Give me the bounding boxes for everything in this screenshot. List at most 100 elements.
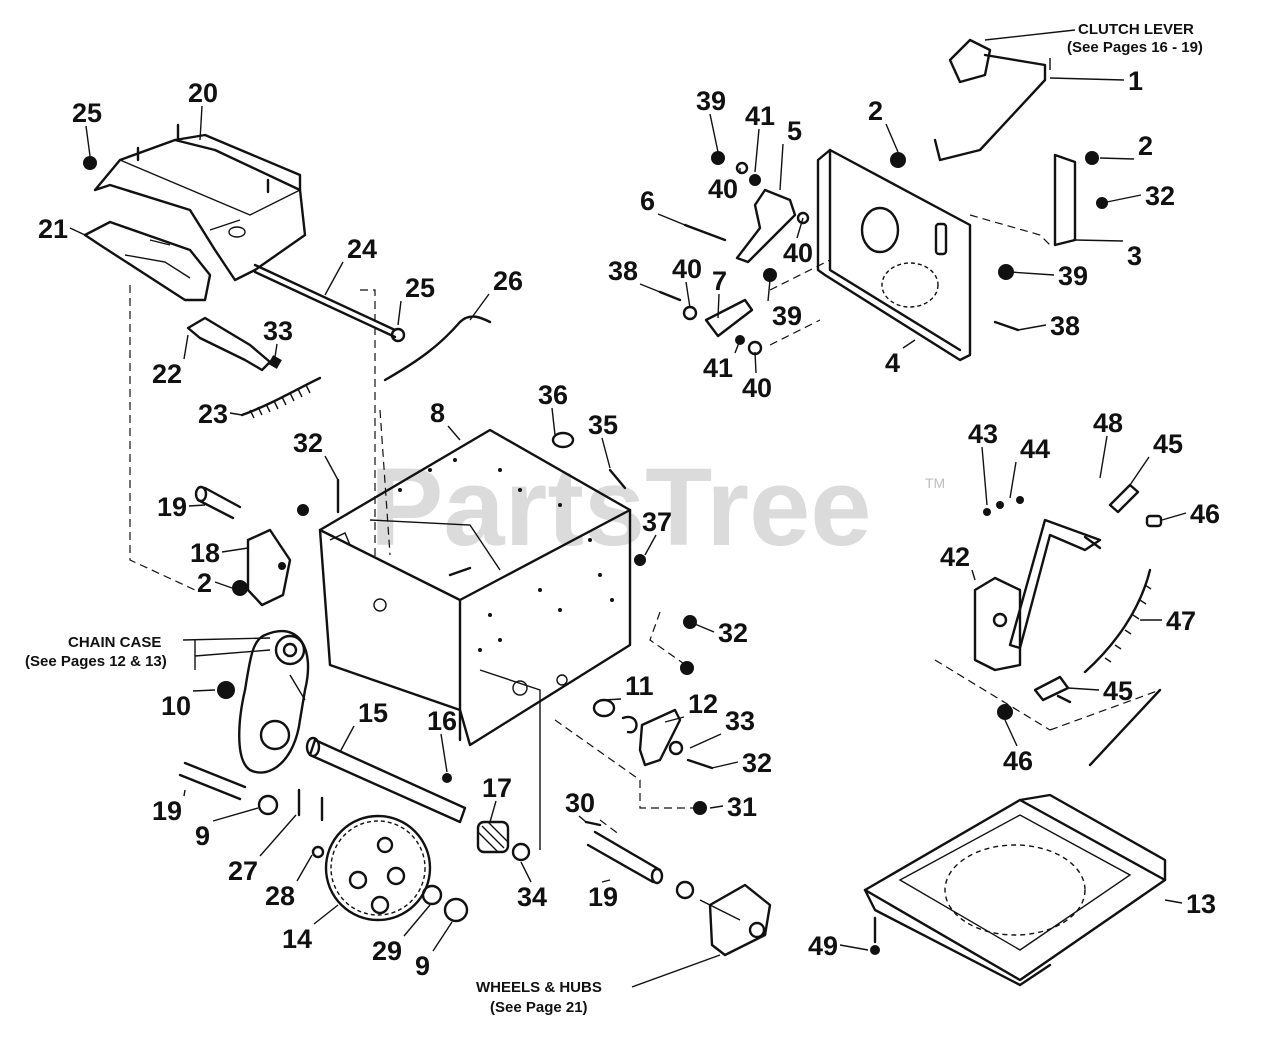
callout-25: 25 — [72, 98, 102, 128]
callout-26: 26 — [493, 266, 523, 296]
leader-28 — [296, 854, 313, 882]
part-18-plate — [246, 528, 292, 607]
leader-lines — [69, 77, 1187, 952]
callout-45: 45 — [1103, 676, 1133, 706]
callout-39: 39 — [1058, 261, 1088, 291]
leader-22 — [183, 334, 189, 360]
leader-25 — [397, 300, 402, 326]
callout-46: 46 — [1190, 499, 1220, 529]
leader-44 — [1009, 461, 1017, 499]
callout-40: 40 — [672, 254, 702, 284]
callout-35: 35 — [588, 410, 618, 440]
note-wheels-hubs-pages: (See Page 21) — [490, 999, 588, 1016]
callout-44: 44 — [1020, 434, 1050, 464]
leader-29 — [403, 904, 431, 937]
leader-19 — [183, 789, 186, 797]
leader-40 — [685, 281, 691, 309]
leader-9 — [212, 807, 259, 822]
callout-2: 2 — [1138, 131, 1153, 161]
callout-24: 24 — [347, 234, 377, 264]
leader-36 — [551, 407, 556, 436]
leader-33 — [689, 733, 722, 749]
note-clutch-lever-pages: (See Pages 16 - 19) — [1067, 39, 1203, 56]
callout-9: 9 — [195, 821, 210, 851]
leader-32 — [689, 621, 715, 633]
callout-39: 39 — [696, 86, 726, 116]
callout-39: 39 — [772, 301, 802, 331]
part-4-plate — [816, 148, 972, 362]
callout-11: 11 — [625, 671, 654, 701]
callout-40: 40 — [783, 238, 813, 268]
part-19-shaft-bottom — [178, 761, 247, 801]
part-3-bracket — [1053, 153, 1077, 247]
part-19-shaft-lower — [586, 830, 664, 885]
callout-37: 37 — [642, 507, 672, 537]
leader-45 — [1129, 456, 1150, 486]
callout-28: 28 — [265, 881, 295, 911]
callout-32: 32 — [1145, 181, 1175, 211]
leader-2 — [1099, 157, 1135, 160]
leader-41 — [734, 339, 741, 354]
leader-25 — [85, 125, 91, 157]
watermark-trademark: TM — [925, 475, 945, 491]
callout-46: 46 — [1003, 746, 1033, 776]
leader-7 — [717, 293, 720, 319]
leader-10 — [192, 689, 216, 692]
leader-40 — [796, 217, 804, 239]
leader-33 — [274, 343, 278, 358]
leader-2 — [214, 581, 233, 589]
callout-30: 30 — [565, 788, 595, 818]
callout-23: 23 — [198, 399, 228, 429]
leader-16 — [440, 733, 448, 773]
leader-37 — [644, 534, 657, 556]
callout-4: 4 — [885, 348, 900, 378]
leader-19 — [188, 504, 206, 507]
note-chain-case: CHAIN CASE — [68, 634, 161, 651]
callout-18: 18 — [190, 538, 220, 568]
part-42-bracket — [973, 576, 1022, 672]
callout-32: 32 — [742, 748, 772, 778]
callout-19: 19 — [588, 882, 618, 912]
leader-43 — [981, 446, 988, 506]
leader-38 — [639, 283, 661, 293]
leader-13 — [1164, 899, 1183, 904]
callout-31: 31 — [727, 792, 757, 822]
callout-1: 1 — [1128, 66, 1143, 96]
leader-27 — [259, 814, 297, 857]
leader-14 — [313, 904, 339, 925]
callout-22: 22 — [152, 359, 182, 389]
callout-5: 5 — [787, 116, 802, 146]
note-clutch-lever: CLUTCH LEVER — [1078, 21, 1194, 38]
callout-40: 40 — [742, 373, 772, 403]
callout-48: 48 — [1093, 408, 1123, 438]
leader-32 — [1101, 194, 1142, 204]
callout-16: 16 — [427, 706, 457, 736]
leader-9 — [432, 921, 453, 952]
callout-19: 19 — [152, 796, 182, 826]
part-14-sprocket — [324, 814, 432, 922]
callout-43: 43 — [968, 419, 998, 449]
leader-39 — [709, 113, 719, 153]
callout-40: 40 — [708, 174, 738, 204]
leader-46 — [1004, 719, 1018, 747]
callout-12: 12 — [688, 689, 718, 719]
callout-14: 14 — [282, 924, 312, 954]
callout-32: 32 — [718, 618, 748, 648]
leader-11 — [603, 698, 622, 701]
callout-41: 41 — [703, 353, 733, 383]
callout-49: 49 — [808, 931, 838, 961]
part-24-rod — [253, 263, 406, 343]
leader-34 — [520, 861, 532, 883]
callout-9: 9 — [415, 951, 430, 981]
part-wheel-bracket — [699, 883, 772, 957]
callout-29: 29 — [372, 936, 402, 966]
part-13-pan — [863, 793, 1167, 987]
leader-8 — [447, 425, 461, 441]
callout-45: 45 — [1153, 429, 1183, 459]
part-17-gear — [476, 820, 510, 854]
leader-48 — [1099, 435, 1108, 479]
callout-33: 33 — [725, 706, 755, 736]
leader-35 — [601, 437, 611, 469]
